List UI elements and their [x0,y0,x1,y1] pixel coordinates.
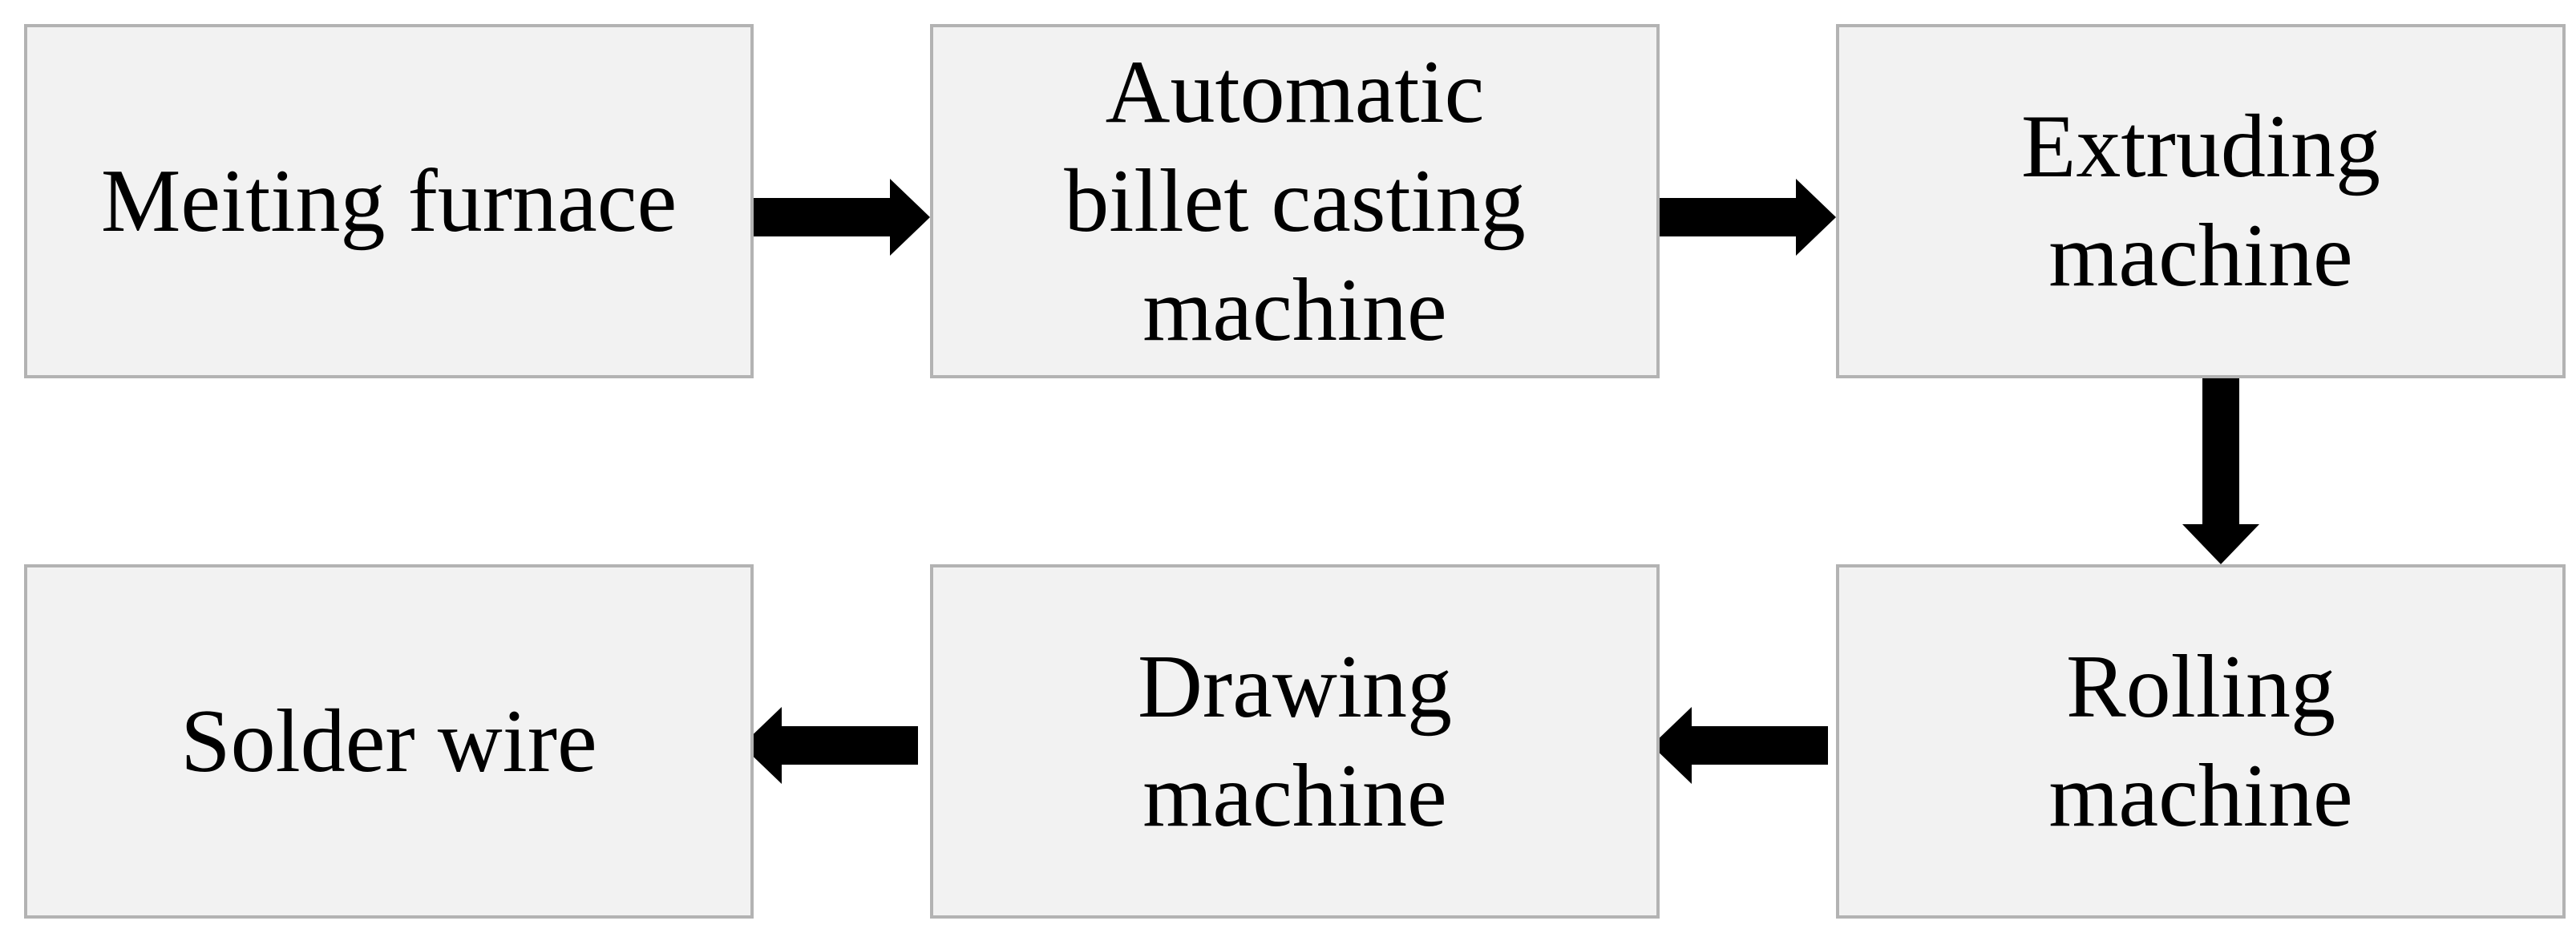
step-label: Extruding machine [2021,97,2380,305]
step-automatic-billet-casting-machine: Automatic billet casting machine [930,24,1660,378]
step-extruding-machine: Extruding machine [1836,24,2566,378]
step-label: Drawing machine [1138,637,1452,846]
step-melting-furnace: Meiting furnace [24,24,754,378]
step-label: Rolling machine [2048,637,2353,846]
step-label: Meiting furnace [100,151,677,251]
arrow-right-icon [754,179,930,256]
step-solder-wire: Solder wire [24,564,754,919]
step-rolling-machine: Rolling machine [1836,564,2566,919]
step-label: Solder wire [180,692,597,791]
arrow-left-icon [1652,707,1828,784]
arrow-right-icon [1660,179,1836,256]
step-drawing-machine: Drawing machine [930,564,1660,919]
arrow-down-icon [2182,378,2259,564]
step-label: Automatic billet casting machine [1064,42,1526,360]
arrow-left-icon [742,707,918,784]
